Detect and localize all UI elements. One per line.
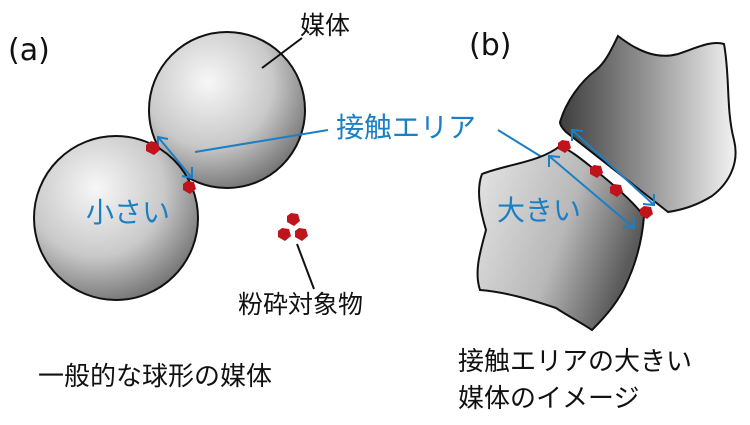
particle <box>610 184 623 197</box>
medium-label: 媒体 <box>300 11 350 40</box>
particle <box>183 181 196 194</box>
panel-b-caption-line1: 接触エリアの大きい <box>458 347 692 377</box>
particle <box>146 141 160 155</box>
panel-b-caption-line2: 媒体のイメージ <box>458 384 639 414</box>
particle <box>640 206 653 219</box>
particle <box>558 140 571 153</box>
panel-b-letter: (b) <box>469 28 511 63</box>
crushed-material-particle <box>287 213 300 226</box>
medium-leader-line <box>261 37 303 69</box>
large-contact-arrowhead-top <box>548 154 561 167</box>
contact-area-leader-a <box>194 129 329 153</box>
material-leader-line <box>296 243 315 290</box>
crushed-material-particle <box>295 228 308 241</box>
panel-a-letter: (a) <box>8 33 50 68</box>
upper-sphere-medium <box>148 31 306 189</box>
particle <box>590 165 603 178</box>
small-contact-arrow <box>157 136 193 179</box>
small-contact-arrowhead-bottom <box>181 167 193 180</box>
upper-irregular-medium <box>558 34 737 214</box>
contact-width-arrowhead-top <box>571 128 584 141</box>
large-contact-arrow <box>548 155 635 229</box>
large-contact-arrowhead-bottom <box>622 217 635 230</box>
contact-width-arrowhead-bottom <box>642 194 655 207</box>
panel-a-caption: 一般的な球形の媒体 <box>38 362 272 392</box>
contact-width-arrow-b <box>571 129 655 206</box>
material-label: 粉砕対象物 <box>238 290 363 319</box>
contact-area-label: 接触エリア <box>336 111 476 144</box>
lower-sphere-medium <box>33 135 199 301</box>
large-label: 大きい <box>497 194 581 227</box>
small-label: 小さい <box>86 196 170 229</box>
crushed-material-particle <box>278 228 291 241</box>
